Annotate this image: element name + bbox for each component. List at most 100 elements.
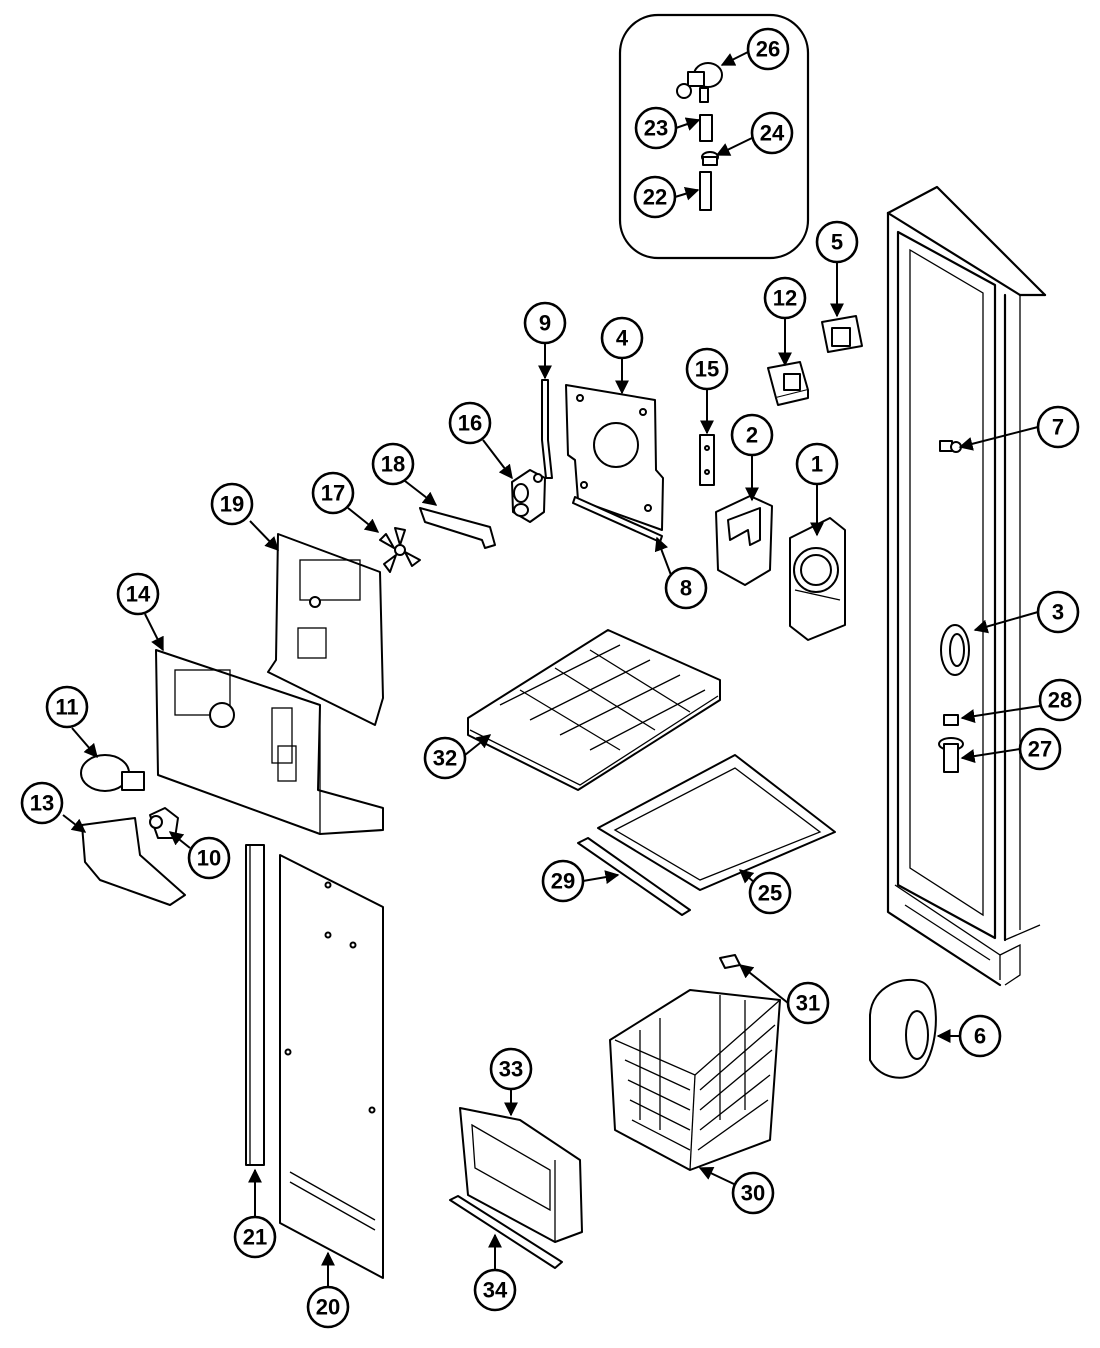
part-31-clip: [719, 954, 741, 969]
part-2-shroud: [715, 495, 773, 586]
callout-33: 33: [489, 1047, 533, 1091]
part-28-screw: [943, 714, 959, 726]
svg-text:1: 1: [811, 452, 823, 477]
callout-3: 3: [1036, 590, 1080, 634]
svg-text:29: 29: [551, 869, 575, 894]
svg-text:10: 10: [197, 846, 221, 871]
svg-text:16: 16: [458, 411, 482, 436]
svg-text:8: 8: [680, 576, 692, 601]
callouts: 1 2 3 4 5 6 7 8 9 10 11 12 13 14 15 16 1…: [20, 27, 1082, 1329]
part-11-bulb: [80, 754, 145, 792]
callout-18: 18: [371, 442, 415, 486]
callout-25: 25: [748, 871, 792, 915]
svg-text:6: 6: [974, 1024, 986, 1049]
callout-8: 8: [664, 566, 708, 610]
svg-text:24: 24: [760, 121, 785, 146]
callout-11: 11: [45, 685, 89, 729]
svg-text:5: 5: [831, 230, 843, 255]
callout-12: 12: [763, 276, 807, 320]
part-22-tube: [699, 171, 712, 211]
part-20-panel: [279, 854, 384, 1279]
part-1-housing: [789, 517, 846, 641]
svg-text:2: 2: [746, 423, 758, 448]
part-4-plate: [565, 384, 664, 531]
callout-34: 34: [473, 1268, 517, 1312]
part-29-trim: [577, 837, 691, 916]
callout-21: 21: [233, 1215, 277, 1259]
part-7-screw: [939, 440, 962, 453]
part-15-bracket: [699, 434, 715, 486]
svg-text:4: 4: [616, 326, 629, 351]
svg-text:9: 9: [539, 311, 551, 336]
svg-text:27: 27: [1028, 737, 1052, 762]
part-32-shelf: [467, 629, 721, 791]
callout-16: 16: [448, 401, 492, 445]
callout-2: 2: [730, 413, 774, 457]
part-13-lens: [81, 817, 186, 906]
part-5-switch: [821, 315, 863, 353]
callout-5: 5: [815, 220, 859, 264]
part-25-glass: [597, 754, 836, 891]
svg-text:11: 11: [55, 695, 78, 720]
callout-17: 17: [311, 471, 355, 515]
callout-22: 22: [633, 175, 677, 219]
svg-text:7: 7: [1052, 415, 1064, 440]
cabinet: [886, 185, 1047, 987]
callout-29: 29: [541, 859, 585, 903]
callout-10: 10: [187, 836, 231, 880]
part-10-socket: [149, 807, 179, 839]
svg-text:13: 13: [30, 791, 54, 816]
callout-14: 14: [116, 572, 160, 616]
callout-1: 1: [795, 442, 839, 486]
svg-text:33: 33: [499, 1057, 523, 1082]
svg-text:26: 26: [756, 37, 780, 62]
svg-text:12: 12: [773, 286, 797, 311]
part-12-switch: [767, 361, 809, 406]
svg-text:32: 32: [433, 746, 457, 771]
part-14-housing: [155, 649, 384, 835]
svg-text:3: 3: [1052, 600, 1064, 625]
svg-text:18: 18: [381, 452, 405, 477]
part-6-cover: [869, 978, 937, 1079]
part-19-cover: [267, 533, 384, 726]
svg-text:34: 34: [483, 1278, 508, 1303]
part-34-bar: [449, 1195, 563, 1269]
svg-text:28: 28: [1048, 688, 1072, 713]
callout-15: 15: [685, 347, 729, 391]
callout-30: 30: [731, 1171, 775, 1215]
svg-text:20: 20: [316, 1295, 340, 1320]
part-18-bracket: [419, 507, 496, 549]
callout-23: 23: [634, 106, 678, 150]
callout-19: 19: [210, 482, 254, 526]
callout-26: 26: [746, 27, 790, 71]
callout-31: 31: [786, 981, 830, 1025]
part-26-valve: [676, 62, 723, 103]
callout-28: 28: [1038, 678, 1082, 722]
part-16-motor: [511, 469, 546, 523]
part-24-clip: [701, 151, 719, 166]
svg-text:21: 21: [243, 1225, 267, 1250]
svg-text:19: 19: [220, 492, 244, 517]
callout-32: 32: [423, 736, 467, 780]
part-3-ring: [940, 624, 970, 676]
part-21-strip: [245, 844, 265, 1166]
callout-24: 24: [750, 111, 794, 155]
svg-text:25: 25: [758, 881, 782, 906]
svg-text:17: 17: [321, 481, 345, 506]
callout-6: 6: [958, 1014, 1002, 1058]
callout-20: 20: [306, 1285, 350, 1329]
svg-text:14: 14: [126, 582, 151, 607]
callout-7: 7: [1036, 405, 1080, 449]
callout-9: 9: [523, 301, 567, 345]
part-33-bin: [459, 1107, 583, 1243]
svg-text:22: 22: [643, 185, 667, 210]
callout-13: 13: [20, 781, 64, 825]
svg-text:15: 15: [695, 357, 719, 382]
part-23-tube: [699, 114, 713, 142]
part-9-rod: [541, 379, 553, 479]
part-27-cap: [938, 737, 964, 773]
callout-4: 4: [600, 316, 644, 360]
part-17-fan: [379, 527, 421, 573]
svg-text:23: 23: [644, 116, 668, 141]
